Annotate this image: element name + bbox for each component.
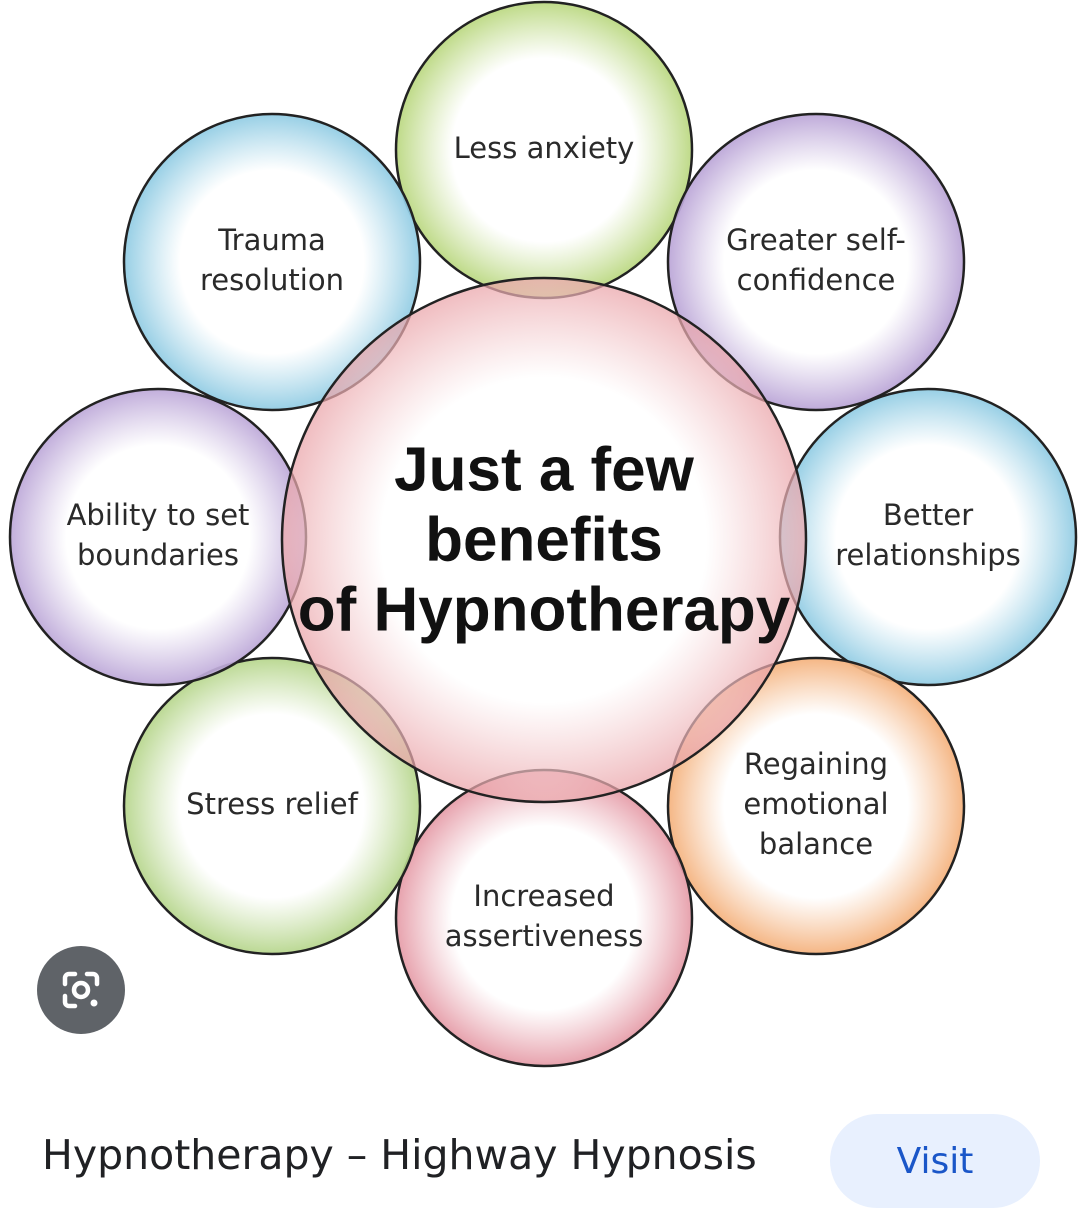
benefit-circle-better-relationships: [778, 387, 1078, 687]
google-lens-button[interactable]: [37, 946, 125, 1034]
center-title: of Hypnotherapy: [298, 575, 791, 644]
benefit-circle-increased-assertiveness: [394, 768, 694, 1068]
center-title: Just a few: [394, 435, 695, 504]
benefit-label-ability-to-set-boundaries: Ability to set: [67, 498, 250, 532]
visit-button[interactable]: Visit: [830, 1114, 1040, 1208]
benefit-label-increased-assertiveness: Increased: [473, 879, 614, 913]
benefit-label-better-relationships: relationships: [835, 538, 1021, 572]
benefit-label-greater-self-confidence: confidence: [737, 263, 896, 297]
center-circle: [280, 276, 808, 804]
benefit-label-regaining-emotional-balance: emotional: [743, 787, 888, 821]
benefit-circle-ability-to-set-boundaries: [8, 387, 308, 687]
benefit-label-increased-assertiveness: assertiveness: [445, 919, 644, 953]
benefit-label-greater-self-confidence: Greater self-: [726, 223, 906, 257]
benefit-label-ability-to-set-boundaries: boundaries: [77, 538, 239, 572]
benefit-label-regaining-emotional-balance: Regaining: [744, 747, 888, 781]
google-lens-icon: [62, 971, 100, 1009]
benefit-circle-regaining-emotional-balance: [666, 656, 966, 956]
center-title: benefits: [425, 505, 663, 574]
benefit-label-stress-relief: Stress relief: [186, 787, 358, 821]
benefit-label-trauma-resolution: resolution: [200, 263, 344, 297]
benefit-circle-trauma-resolution: [122, 112, 422, 412]
benefit-label-better-relationships: Better: [883, 498, 973, 532]
benefit-label-regaining-emotional-balance: balance: [759, 827, 873, 861]
benefit-label-trauma-resolution: Trauma: [217, 223, 326, 257]
benefit-circle-greater-self-confidence: [666, 112, 966, 412]
benefit-circle-stress-relief: [122, 656, 422, 956]
result-title[interactable]: Hypnotherapy – Highway Hypnosis: [42, 1131, 757, 1179]
benefit-label-less-anxiety: Less anxiety: [454, 131, 635, 165]
